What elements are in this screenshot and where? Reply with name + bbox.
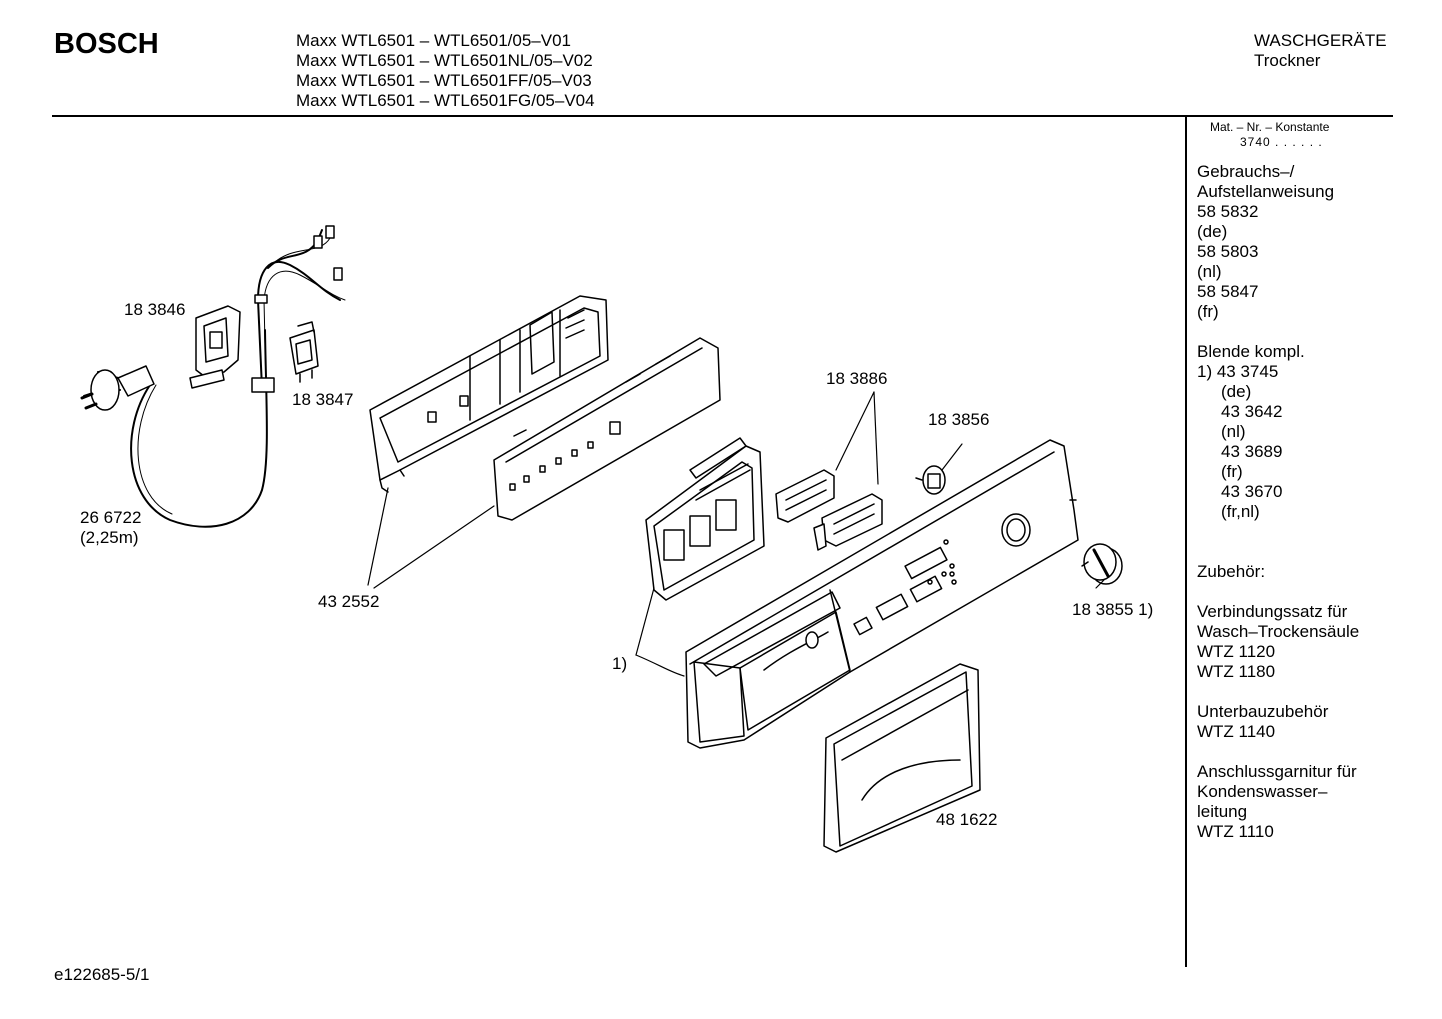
- sidebar-line: (fr,nl): [1221, 502, 1260, 521]
- model-list: Maxx WTL6501 – WTL6501/05–V01 Maxx WTL65…: [296, 31, 595, 111]
- leader-lines: [367, 391, 1105, 677]
- rear-panel-drawing: [369, 295, 609, 493]
- power-cord-drawing: [80, 329, 268, 528]
- label-266722-length: (2,25m): [80, 528, 139, 547]
- sidebar-line: WTZ 1110: [1197, 822, 1274, 841]
- sidebar-line: Kondenswasser–: [1197, 782, 1328, 801]
- sidebar-line: 1) 43 3745: [1197, 362, 1279, 381]
- label-183886: 18 3886: [826, 369, 888, 388]
- subcategory: Trockner: [1254, 51, 1321, 70]
- sidebar-line: 43 3642: [1221, 402, 1283, 421]
- sidebar-spacer: [1197, 742, 1359, 762]
- part-183846-drawing: [189, 305, 241, 389]
- sidebar-line: Aufstellanweisung: [1197, 182, 1335, 201]
- sidebar-line: 43 3670: [1221, 482, 1283, 501]
- sidebar-line: Gebrauchs–/: [1197, 162, 1295, 181]
- label-183856: 18 3856: [928, 410, 990, 429]
- model-line: Maxx WTL6501 – WTL6501FG/05–V04: [296, 91, 595, 110]
- sidebar-line: (de): [1221, 382, 1252, 401]
- sidebar-line: (fr): [1221, 462, 1243, 481]
- circuit-board-drawing: [493, 337, 721, 521]
- label-183855: 18 3855 1): [1072, 600, 1154, 619]
- sidebar-spacer: [1197, 682, 1359, 702]
- part-183847-drawing: [289, 321, 319, 383]
- header-rule: [52, 115, 1393, 117]
- label-part-1: 1): [612, 654, 628, 673]
- sidebar-line: WTZ 1120: [1197, 642, 1276, 661]
- exploded-diagram: [80, 225, 1123, 853]
- button-carrier-drawing: [645, 437, 765, 601]
- brand-logo: BOSCH: [54, 28, 159, 60]
- sidebar-line: 43 3689: [1221, 442, 1283, 461]
- sidebar-spacer: [1197, 522, 1359, 542]
- category-block: WASCHGERÄTE Trockner: [1254, 31, 1387, 71]
- label-481622: 48 1622: [936, 810, 998, 829]
- model-line: Maxx WTL6501 – WTL6501/05–V01: [296, 31, 571, 50]
- document-id: e122685-5/1: [54, 965, 150, 984]
- sidebar-line: 58 5832: [1197, 202, 1259, 221]
- label-432552: 43 2552: [318, 592, 380, 611]
- sidebar-line: Blende kompl.: [1197, 342, 1305, 361]
- label-183846: 18 3846: [124, 300, 186, 319]
- sidebar-line: Verbindungssatz für: [1197, 602, 1348, 621]
- sidebar-line: WTZ 1140: [1197, 722, 1276, 741]
- sidebar-line: 58 5803: [1197, 242, 1259, 261]
- sidebar-spacer: [1197, 542, 1359, 562]
- sidebar-line: leitung: [1197, 802, 1248, 821]
- sidebar-line: (nl): [1221, 422, 1246, 441]
- sidebar-line: 58 5847: [1197, 282, 1259, 301]
- sidebar-spacer: [1197, 582, 1359, 602]
- cable-harness-drawing: [251, 225, 346, 393]
- sidebar-line: Wasch–Trockensäule: [1197, 622, 1360, 641]
- part-481622-drawing: [823, 663, 981, 853]
- part-183886-drawing: [775, 469, 883, 551]
- sidebar-line: (de): [1197, 222, 1228, 241]
- sidebar-spacer: [1197, 322, 1359, 342]
- mat-value: 3740 . . . . . .: [1240, 135, 1323, 149]
- label-183847: 18 3847: [292, 390, 354, 409]
- sidebar-line: WTZ 1180: [1197, 662, 1276, 681]
- category: WASCHGERÄTE: [1254, 31, 1387, 50]
- model-line: Maxx WTL6501 – WTL6501NL/05–V02: [296, 51, 593, 70]
- front-fascia-drawing: [685, 439, 1079, 749]
- sidebar-rule: [1185, 116, 1187, 967]
- part-183855-drawing: [1081, 543, 1123, 585]
- model-line: Maxx WTL6501 – WTL6501FF/05–V03: [296, 71, 592, 90]
- mat-label: Mat. – Nr. – Konstante: [1210, 120, 1330, 134]
- sidebar-line: Zubehör:: [1197, 562, 1266, 581]
- label-266722: 26 6722: [80, 508, 142, 527]
- part-183856-drawing: [915, 465, 946, 495]
- sidebar-line: (fr): [1197, 302, 1219, 321]
- sidebar-line: (nl): [1197, 262, 1222, 281]
- sidebar-line: Unterbauzubehör: [1197, 702, 1329, 721]
- sidebar-line: Anschlussgarnitur für: [1197, 762, 1357, 781]
